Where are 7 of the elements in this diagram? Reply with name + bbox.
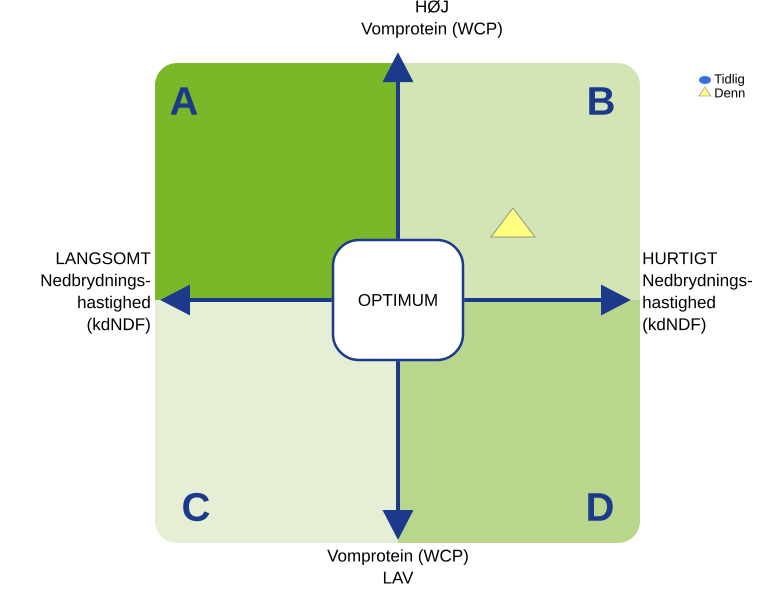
legend-text: Tidlig (714, 74, 744, 86)
legend-text: Denn (715, 88, 744, 98)
axis-label: Vomprotein (WCP) LAV (327, 549, 468, 584)
center-box: OPTIMUM (332, 238, 464, 362)
axis-label: HURTIGT Nedbrydnings- hastighed (kdNDF) (643, 252, 752, 334)
axis-label: HØJ Vomprotein (WCP) (361, 0, 502, 38)
axis-label: LANGSOMT Nedbrydnings- hastighed (kdNDF) (42, 252, 150, 334)
